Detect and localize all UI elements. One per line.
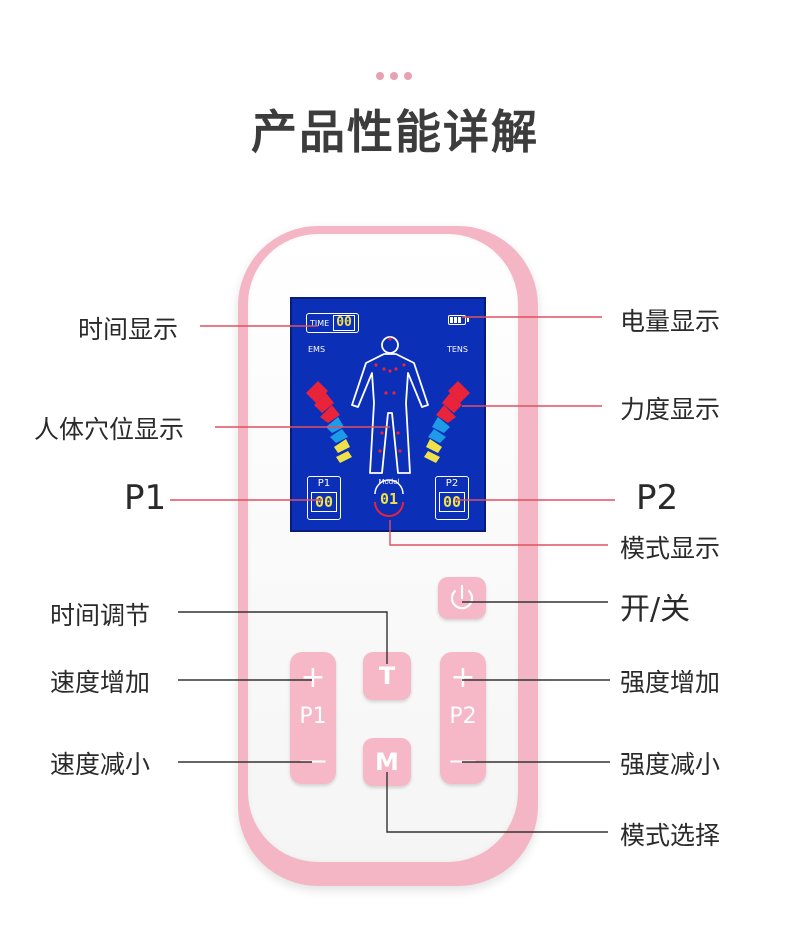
decorative-dots bbox=[376, 72, 412, 80]
p1-minus-button[interactable]: — bbox=[299, 743, 327, 776]
label-time-adjust: 时间调节 bbox=[50, 601, 151, 630]
model-value: 01 bbox=[379, 490, 399, 508]
label-power: 开/关 bbox=[620, 592, 691, 627]
time-label: TIME bbox=[310, 318, 330, 328]
label-battery-display: 电量显示 bbox=[620, 307, 721, 336]
p2-screen-value: 00 bbox=[439, 492, 465, 512]
battery-icon bbox=[448, 315, 469, 325]
p1-rocker: + P1 — bbox=[290, 652, 336, 784]
p2-minus-button[interactable]: — bbox=[449, 743, 477, 776]
p2-channel-display: P2 00 bbox=[435, 476, 469, 520]
label-strength-display: 力度显示 bbox=[620, 395, 721, 424]
power-icon bbox=[450, 584, 474, 610]
label-speed-up: 速度增加 bbox=[50, 668, 151, 697]
label-intensity-down: 强度减小 bbox=[620, 750, 721, 779]
p2-plus-button[interactable]: + bbox=[450, 660, 476, 695]
label-acupoint-display: 人体穴位显示 bbox=[34, 415, 185, 444]
p1-screen-label: P1 bbox=[317, 478, 331, 489]
time-value: 00 bbox=[333, 315, 355, 331]
model-label: Model bbox=[378, 478, 400, 486]
tens-label: TENS bbox=[446, 345, 468, 354]
p2-rocker: + P2 — bbox=[440, 652, 486, 784]
label-mode-display: 模式显示 bbox=[620, 534, 721, 563]
p1-plus-button[interactable]: + bbox=[300, 660, 326, 695]
label-speed-down: 速度减小 bbox=[50, 750, 151, 779]
p1-rocker-label: P1 bbox=[299, 704, 327, 729]
label-p2: P2 bbox=[636, 478, 679, 518]
ems-label: EMS bbox=[308, 345, 326, 354]
label-intensity-up: 强度增加 bbox=[620, 668, 721, 697]
lcd-screen: TIME 00 EMS TENS bbox=[290, 297, 486, 532]
p1-channel-display: P1 00 bbox=[307, 476, 341, 520]
human-body-icon bbox=[351, 336, 429, 474]
p1-screen-value: 00 bbox=[311, 492, 337, 512]
power-button[interactable] bbox=[438, 577, 486, 619]
label-mode-select: 模式选择 bbox=[620, 821, 721, 850]
page-title: 产品性能详解 bbox=[251, 105, 539, 159]
p2-screen-label: P2 bbox=[445, 478, 459, 489]
model-display: Model 01 bbox=[370, 476, 408, 520]
strength-bars-right bbox=[424, 381, 470, 463]
label-p1: P1 bbox=[124, 478, 167, 518]
model-ring-icon bbox=[374, 479, 404, 517]
p2-rocker-label: P2 bbox=[449, 704, 477, 729]
strength-bars-left bbox=[306, 381, 352, 463]
time-indicator: TIME 00 bbox=[306, 313, 359, 333]
label-time-display: 时间显示 bbox=[78, 315, 179, 344]
